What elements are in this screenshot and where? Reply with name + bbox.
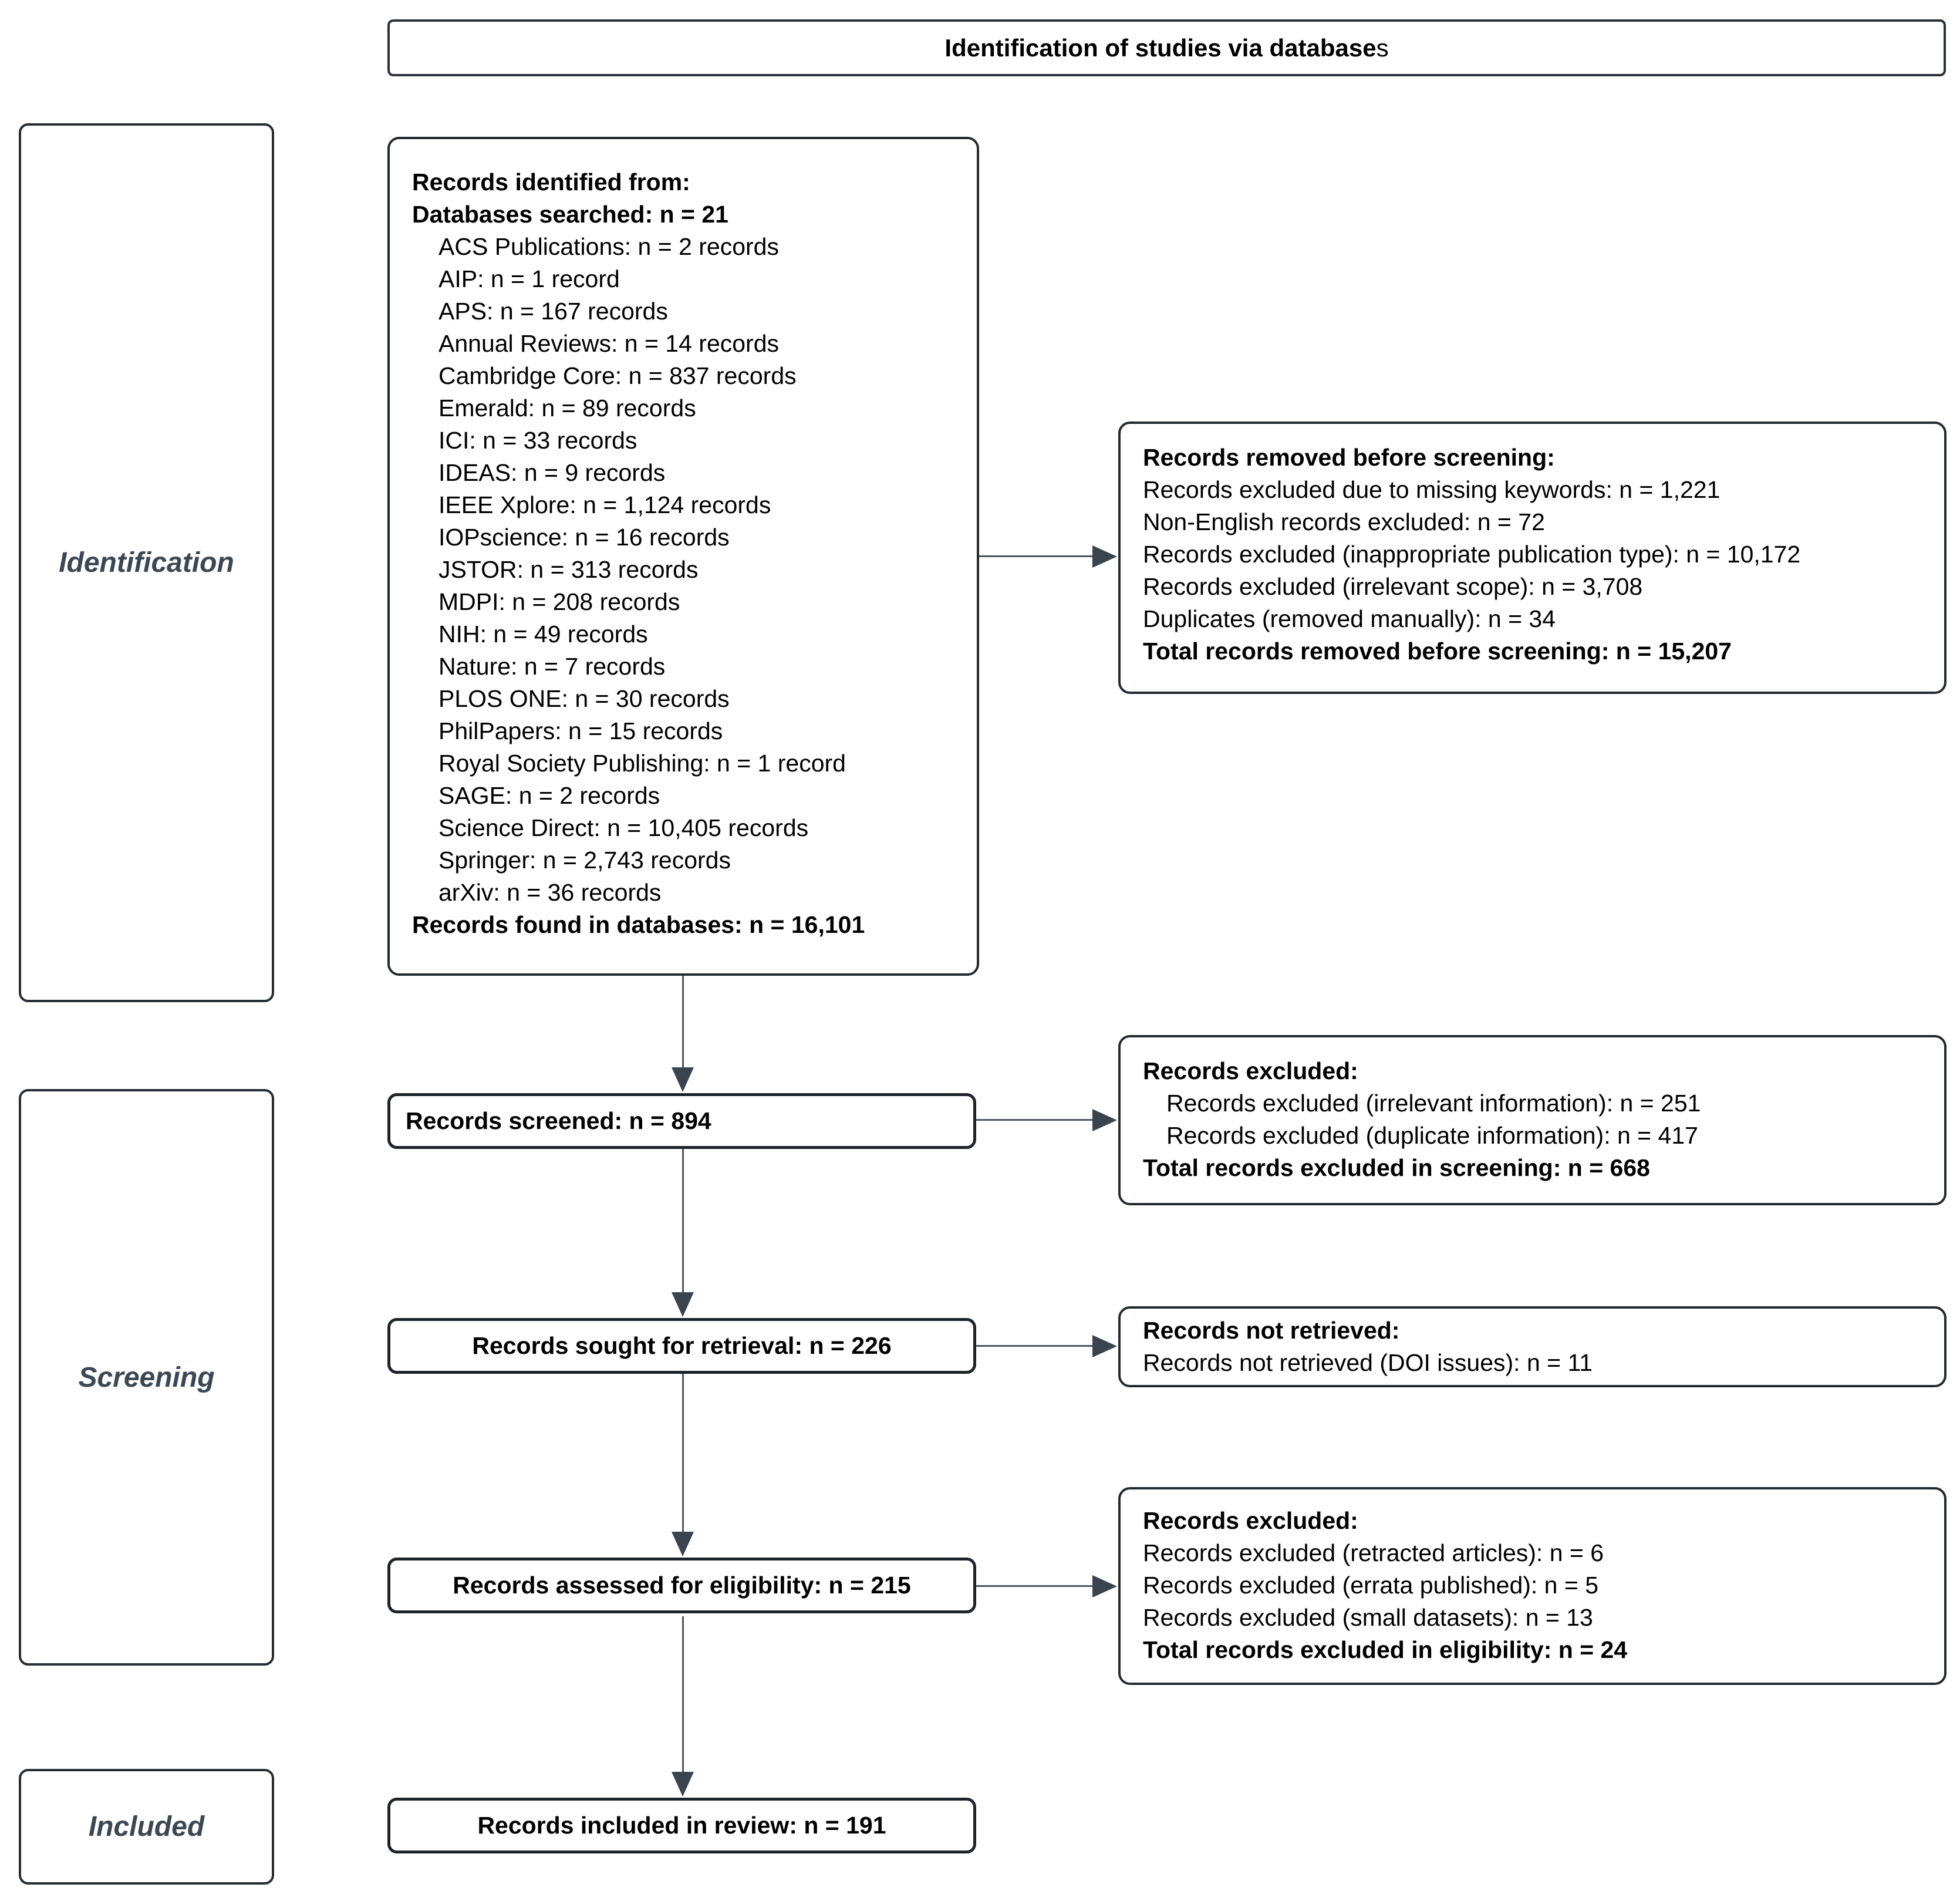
database-count-line: IEEE Xplore: n = 1,124 records [438, 491, 771, 518]
records-screened-label: Records screened: n = 894 [406, 1107, 711, 1134]
records-found-total: Records found in databases: n = 16,101 [412, 911, 865, 938]
databases-searched-count: Databases searched: n = 21 [412, 201, 728, 228]
excluded-screening-line: Records excluded (irrelevant information… [1166, 1090, 1701, 1117]
database-count-line: MDPI: n = 208 records [438, 588, 680, 615]
database-count-line: arXiv: n = 36 records [438, 879, 662, 906]
database-count-line: ICI: n = 33 records [438, 427, 637, 454]
database-count-line: NIH: n = 49 records [438, 621, 648, 648]
connector-screened-to-excluded [976, 1119, 1095, 1121]
box-records-not-retrieved: Records not retrieved: Records not retri… [1118, 1306, 1946, 1387]
excluded-eligibility-total: Total records excluded in eligibility: n… [1143, 1636, 1628, 1663]
database-count-line: AIP: n = 1 record [438, 265, 620, 292]
box-records-sought: Records sought for retrieval: n = 226 [387, 1318, 976, 1374]
arrow-down-icon [672, 1292, 694, 1317]
arrow-right-icon [1092, 545, 1117, 568]
removed-line: Non-English records excluded: n = 72 [1143, 508, 1545, 535]
connector-assessed-to-included [682, 1616, 684, 1774]
database-count-line: IOPscience: n = 16 records [438, 524, 730, 551]
connector-identified-to-screened [682, 976, 684, 1071]
removed-line: Records excluded (irrelevant scope): n =… [1143, 573, 1643, 600]
box-removed-before-screening: Records removed before screening: Record… [1118, 422, 1946, 694]
records-included-label: Records included in review: n = 191 [477, 1812, 886, 1839]
connector-sought-to-assessed [682, 1374, 684, 1534]
excluded-eligibility-heading: Records excluded: [1143, 1507, 1358, 1534]
arrow-right-icon [1092, 1335, 1117, 1357]
arrow-right-icon [1092, 1575, 1117, 1597]
excluded-screening-total: Total records excluded in screening: n =… [1143, 1154, 1650, 1181]
box-records-assessed: Records assessed for eligibility: n = 21… [387, 1558, 976, 1613]
database-count-line: Emerald: n = 89 records [438, 395, 696, 422]
not-retrieved-line: Records not retrieved (DOI issues): n = … [1143, 1349, 1593, 1376]
connector-identified-to-removed [979, 555, 1095, 557]
title-text-bold: Identification of studies via database [944, 34, 1377, 62]
records-sought-label: Records sought for retrieval: n = 226 [472, 1332, 892, 1359]
arrow-right-icon [1092, 1109, 1117, 1131]
excluded-eligibility-line: Records excluded (errata published): n =… [1143, 1572, 1599, 1599]
arrow-down-icon [672, 1772, 694, 1796]
removed-line: Records excluded (inappropriate publicat… [1143, 541, 1801, 568]
excluded-eligibility-line: Records excluded (retracted articles): n… [1143, 1539, 1604, 1566]
box-records-identified: Records identified from: Databases searc… [387, 137, 979, 976]
connector-assessed-to-excluded [976, 1585, 1095, 1587]
database-count-line: APS: n = 167 records [438, 298, 668, 325]
stage-label-identification: Identification [59, 547, 234, 578]
database-count-line: JSTOR: n = 313 records [438, 556, 699, 583]
database-count-line: Springer: n = 2,743 records [438, 847, 731, 874]
box-excluded-screening: Records excluded: Records excluded (irre… [1118, 1035, 1946, 1205]
stage-box-screening: Screening [19, 1089, 274, 1666]
connector-screened-to-sought [682, 1149, 684, 1295]
records-identified-heading: Records identified from: [412, 168, 690, 196]
database-count-line: PhilPapers: n = 15 records [438, 717, 723, 744]
arrow-down-icon [672, 1067, 694, 1092]
stage-box-included: Included [19, 1769, 274, 1885]
stage-box-identification: Identification [19, 123, 274, 1002]
excluded-screening-heading: Records excluded: [1143, 1057, 1358, 1084]
database-count-line: IDEAS: n = 9 records [438, 459, 666, 486]
database-count-line: SAGE: n = 2 records [438, 782, 660, 809]
stage-label-screening: Screening [78, 1361, 215, 1393]
excluded-eligibility-line: Records excluded (small datasets): n = 1… [1143, 1604, 1593, 1631]
title-bar: Identification of studies via databases [387, 19, 1946, 76]
arrow-down-icon [672, 1532, 694, 1556]
database-count-line: PLOS ONE: n = 30 records [438, 685, 730, 712]
database-count-line: Science Direct: n = 10,405 records [438, 814, 809, 841]
box-records-screened: Records screened: n = 894 [387, 1093, 976, 1149]
removed-line: Records excluded due to missing keywords… [1143, 476, 1721, 503]
not-retrieved-heading: Records not retrieved: [1143, 1317, 1400, 1344]
title-text-suffix: s [1376, 34, 1389, 62]
box-records-included: Records included in review: n = 191 [387, 1798, 976, 1853]
records-assessed-label: Records assessed for eligibility: n = 21… [453, 1572, 911, 1599]
excluded-screening-line: Records excluded (duplicate information)… [1166, 1122, 1698, 1149]
stage-label-included: Included [88, 1811, 205, 1842]
database-count-line: Cambridge Core: n = 837 records [438, 362, 797, 389]
removed-before-screening-total: Total records removed before screening: … [1143, 638, 1732, 665]
database-count-line: Nature: n = 7 records [438, 653, 666, 680]
database-count-line: Royal Society Publishing: n = 1 record [438, 750, 846, 777]
database-count-line: ACS Publications: n = 2 records [438, 233, 779, 260]
connector-sought-to-not-retrieved [976, 1345, 1095, 1347]
removed-line: Duplicates (removed manually): n = 34 [1143, 605, 1556, 632]
title-text: Identification of studies via databases [944, 32, 1388, 64]
box-excluded-eligibility: Records excluded: Records excluded (retr… [1118, 1487, 1946, 1685]
database-count-line: Annual Reviews: n = 14 records [438, 330, 780, 357]
removed-before-screening-heading: Records removed before screening: [1143, 444, 1555, 471]
